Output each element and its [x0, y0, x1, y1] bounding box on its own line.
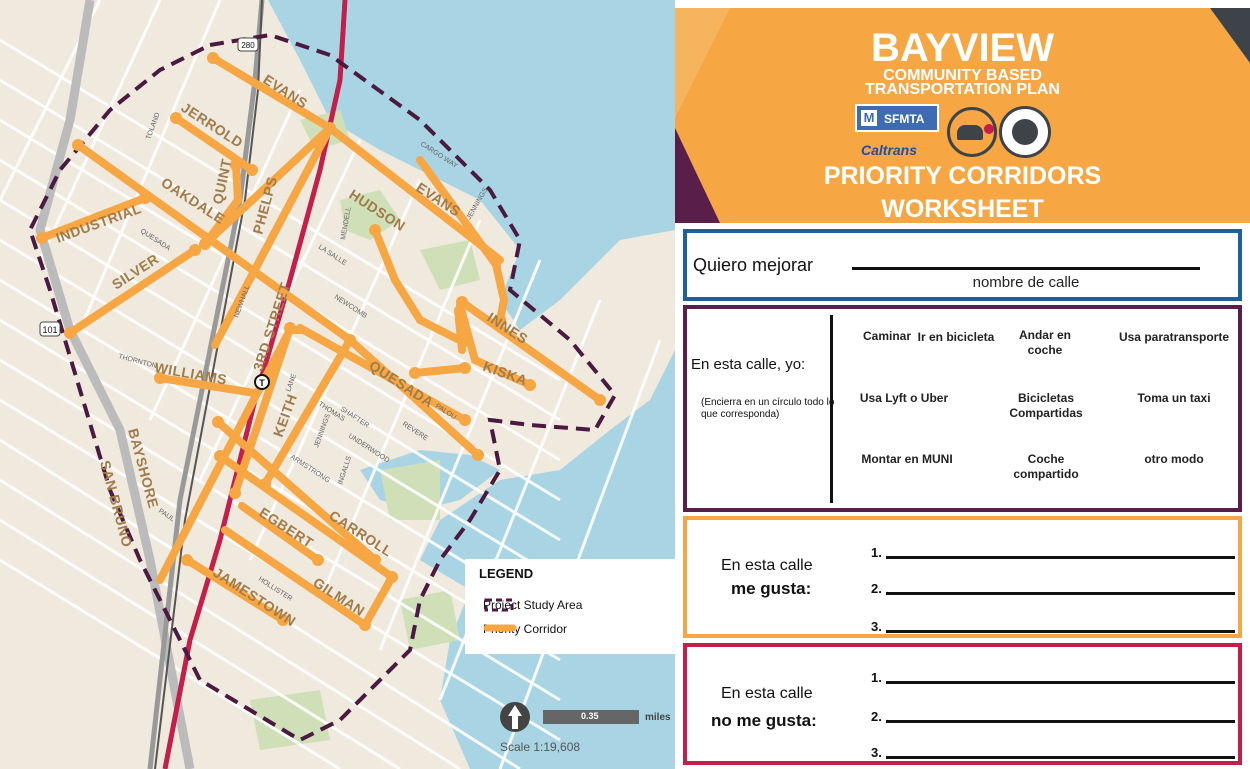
worksheet-header: BAYVIEW COMMUNITY BASED TRANSPORTATION P… [675, 8, 1250, 223]
mode-lyft-uber[interactable]: Usa Lyft o Uber [859, 391, 949, 405]
dislikes-label-line1: En esta calle [721, 685, 813, 702]
label-thornton: THORNTON [117, 353, 157, 370]
title-transportation: TRANSPORTATION PLAN [865, 81, 1060, 98]
railway [154, 0, 263, 769]
scale-ratio: Scale 1:19,608 [500, 740, 581, 754]
label-armstrong: ARMSTRONG [289, 454, 331, 485]
likes-label-line2: me gusta: [731, 579, 812, 598]
street-name-hint: nombre de calle [972, 274, 1080, 291]
mode-other[interactable]: otro modo [1144, 452, 1204, 466]
corridor-endpoints [36, 52, 606, 631]
sfmta-label: SFMTA [884, 112, 925, 126]
modes-label: En esta calle, yo: [691, 356, 806, 373]
dislikes-section: En esta calle no me gusta: 1. 2. 3. [683, 643, 1242, 765]
likes-section: En esta calle me gusta: 1. 2. 3. [683, 516, 1242, 638]
route-101-shield [39, 321, 61, 337]
mode-drive[interactable]: Andar en coche [1018, 328, 1071, 357]
mode-carshare[interactable]: Coche compartido [1013, 452, 1079, 481]
improve-street-section: Quiero mejorar nombre de calle [683, 229, 1242, 301]
title-bayview: BAYVIEW [870, 26, 1054, 70]
legend-title: LEGEND [479, 566, 534, 581]
legend-row-study-area: Project Study Area [483, 598, 582, 612]
bay-water [268, 0, 675, 330]
map-legend: LEGEND Project Study Area Priority Corri… [465, 559, 675, 654]
modes-hint: (Encierra en un círculo todo lo que corr… [701, 397, 835, 420]
scale-value: 0.35 [581, 711, 599, 721]
muni-t-icon [984, 124, 994, 134]
route-280-label: 280 [241, 41, 255, 50]
study-area-boundary [27, 32, 618, 743]
map-panel: T 101 280 EVANS JERROLD TOLAND QUINT PHE… [0, 0, 675, 769]
dislikes-number-3: 3. [871, 745, 882, 760]
mode-bikeshare[interactable]: Bicicletas Compartidas [1009, 391, 1083, 420]
dislikes-number-1: 1. [871, 670, 882, 685]
dislikes-number-2: 2. [871, 709, 882, 724]
sfmta-m-icon: M [861, 110, 877, 126]
likes-number-2: 2. [871, 581, 882, 596]
header-decor [675, 8, 1250, 223]
label-revere: REVERE [401, 421, 429, 443]
worksheet-panel: BAYVIEW COMMUNITY BASED TRANSPORTATION P… [675, 0, 1250, 769]
mode-walk[interactable]: Caminar [862, 329, 912, 343]
likes-line-3[interactable] [886, 630, 1235, 633]
muni-station-icon [254, 374, 270, 390]
sfcta-logo [999, 106, 1051, 158]
priority-corridor-swatch [483, 624, 517, 632]
title-community: COMMUNITY BASED [883, 67, 1042, 84]
mode-bike[interactable]: Ir en bicicleta [917, 330, 995, 344]
likes-number-1: 1. [871, 545, 882, 560]
dislikes-label-line2: no me gusta: [711, 711, 817, 730]
modes-section: En esta calle, yo: (Encierra en un círcu… [683, 305, 1242, 512]
dislikes-line-3[interactable] [886, 756, 1235, 759]
park [420, 240, 480, 290]
route-280-shield [237, 37, 259, 52]
dislikes-line-2[interactable] [886, 720, 1235, 723]
street-name-line[interactable] [852, 267, 1200, 270]
heading-priority-corridors: PRIORITY CORRIDORS [823, 162, 1102, 190]
route-101-label: 101 [42, 325, 57, 335]
park [340, 190, 400, 240]
muni-m-icon [957, 125, 983, 140]
likes-line-1[interactable] [886, 556, 1235, 559]
sfmta-logo: M SFMTA [855, 104, 939, 132]
mode-taxi[interactable]: Toma un taxi [1137, 391, 1211, 405]
scale-bar: 0.35 miles Scale 1:19,608 [497, 700, 675, 760]
modes-divider [830, 315, 833, 503]
caltrans-logo: Caltrans [861, 142, 918, 158]
likes-line-2[interactable] [886, 592, 1235, 595]
label-ingalls: INGALLS [337, 455, 353, 486]
mode-paratransit[interactable]: Usa paratransporte [1118, 330, 1230, 344]
muni-station-label: T [259, 378, 265, 388]
muni-logo [947, 107, 997, 157]
scale-unit: miles [645, 712, 671, 723]
north-arrow-icon [500, 702, 639, 732]
map-svg: T 101 280 EVANS JERROLD TOLAND QUINT PHE… [0, 0, 675, 769]
mode-muni[interactable]: Montar en MUNI [861, 452, 953, 466]
third-street-rail [162, 0, 348, 769]
sfcta-inner-icon [1012, 119, 1038, 145]
legend-row-priority: Priority Corridor [483, 622, 567, 636]
label-paul: PAUL [157, 508, 176, 524]
heading-worksheet: WORKSHEET [881, 195, 1044, 223]
likes-label-line1: En esta calle [721, 557, 813, 574]
dislikes-line-1[interactable] [886, 681, 1235, 684]
improve-label: Quiero mejorar [693, 255, 814, 275]
study-area-swatch [484, 598, 514, 612]
likes-number-3: 3. [871, 619, 882, 634]
